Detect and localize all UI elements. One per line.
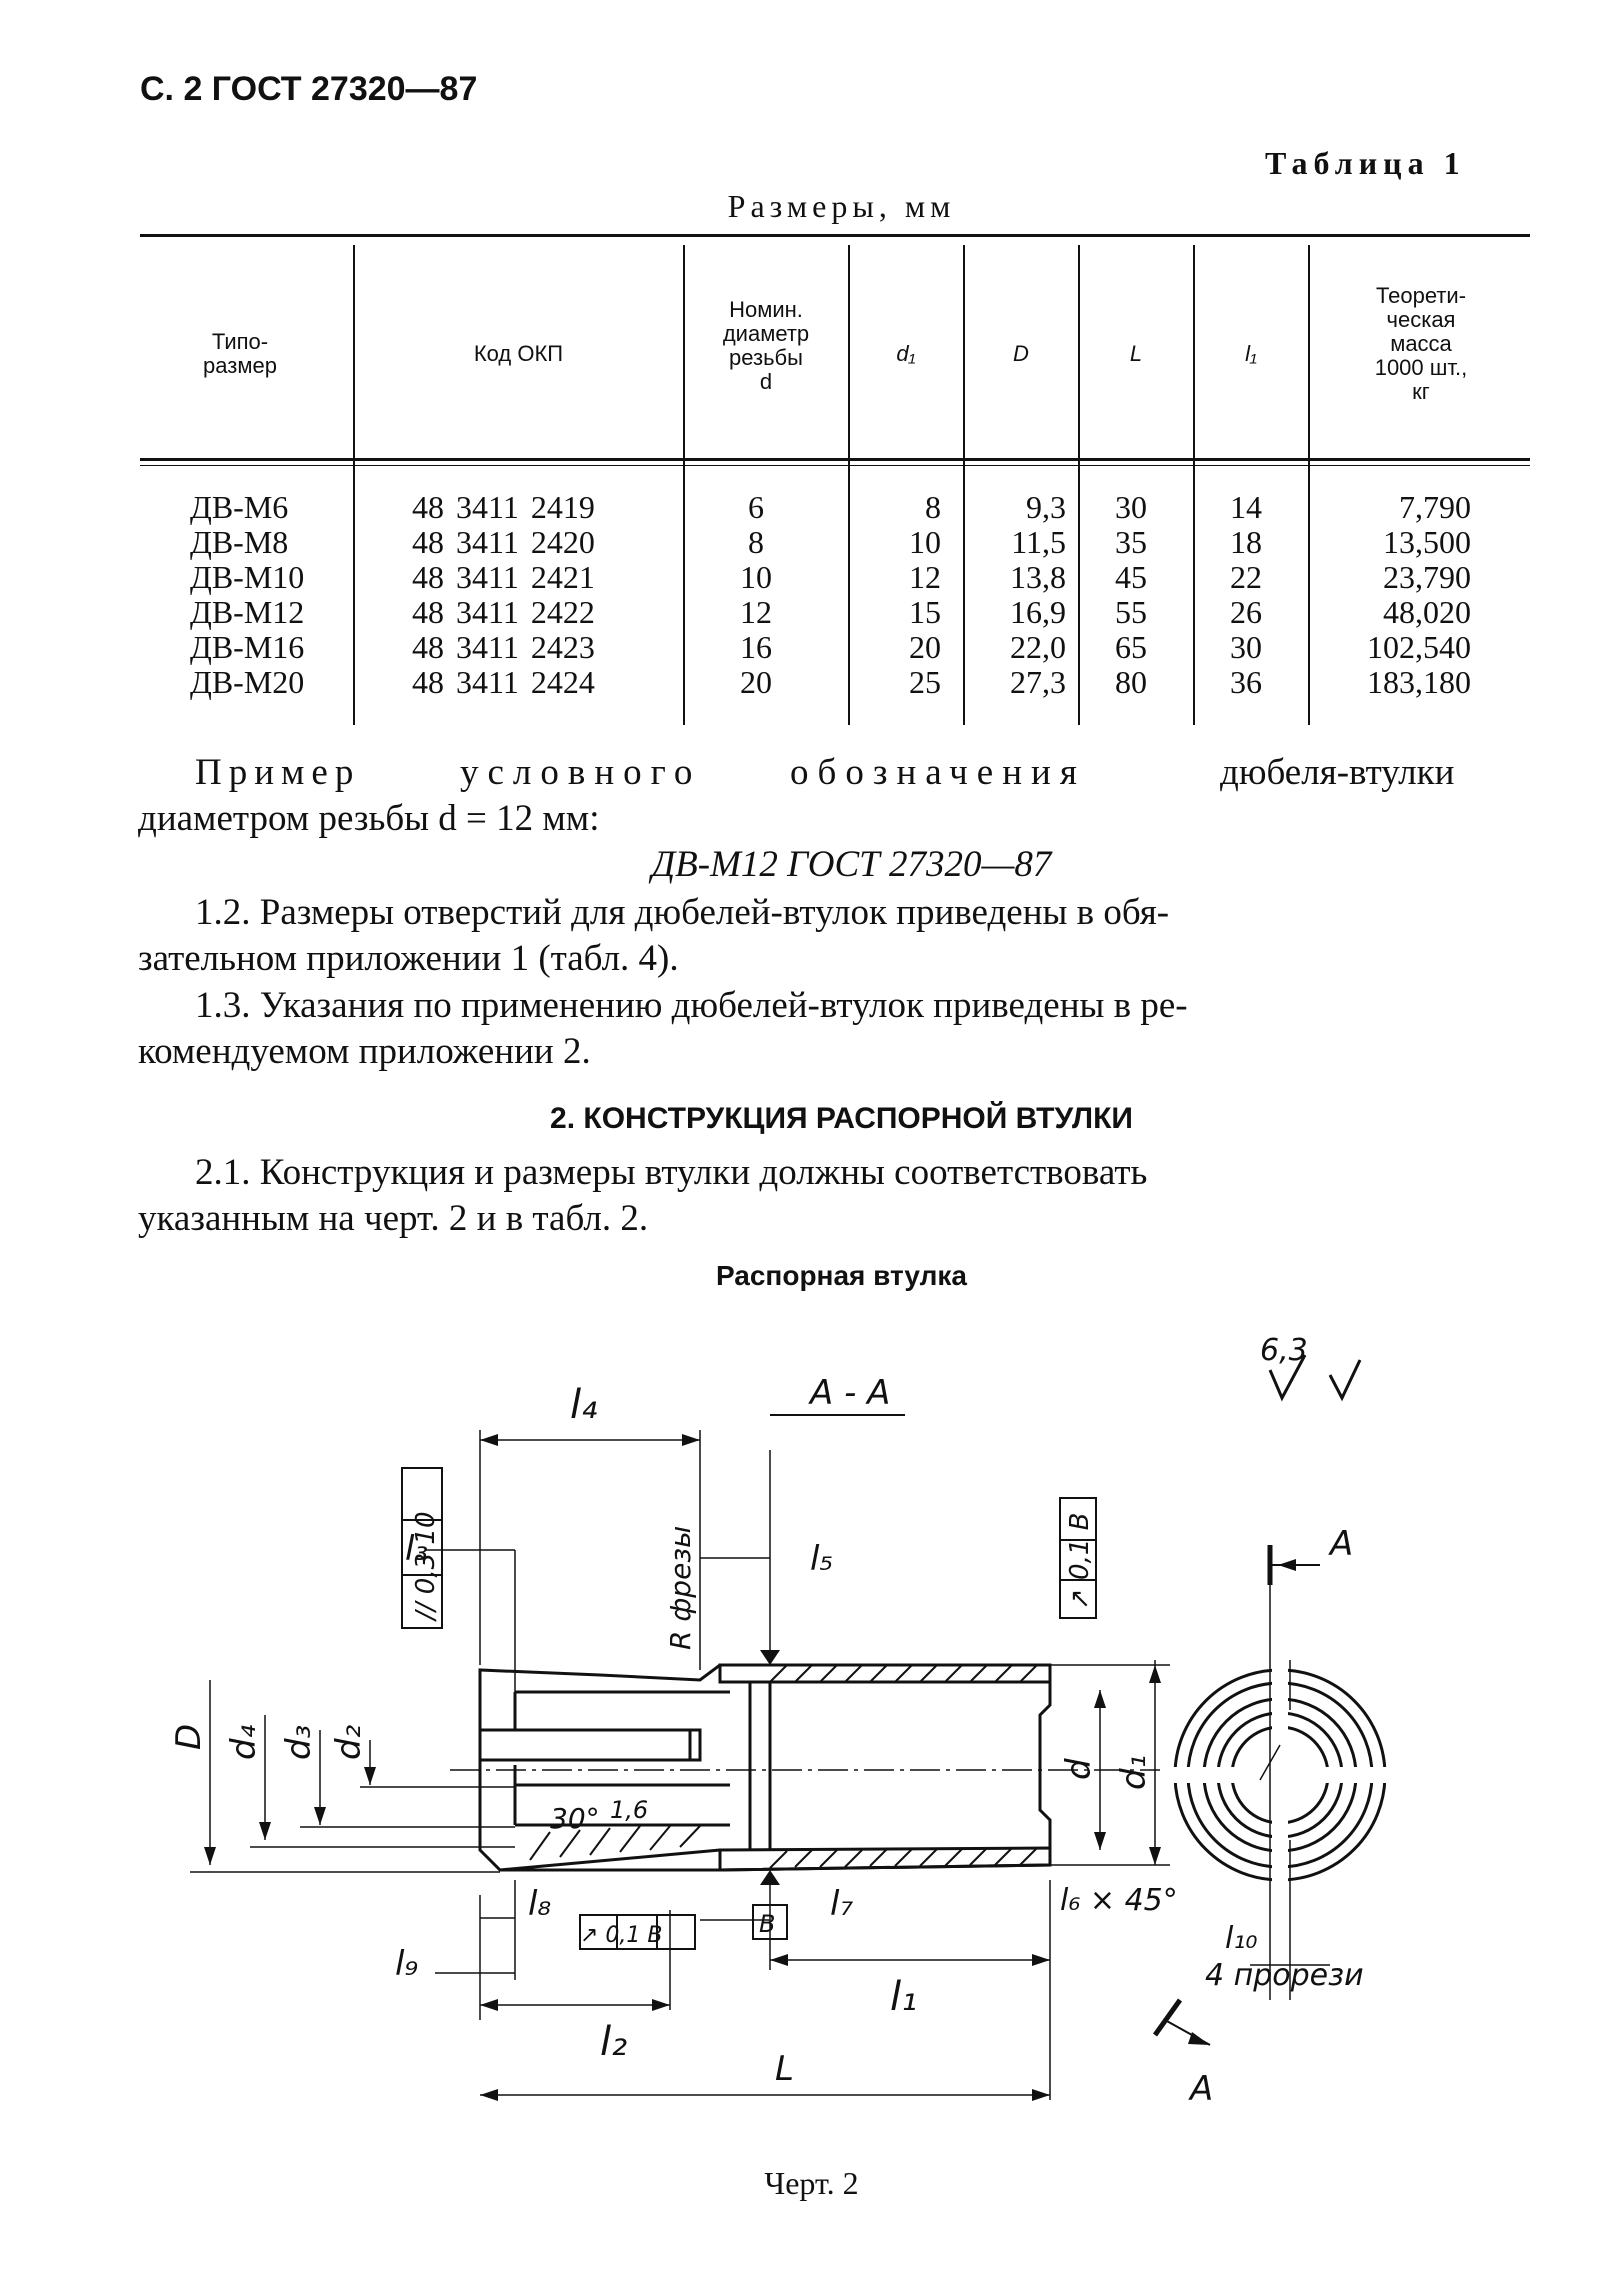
col-divider xyxy=(353,245,355,725)
p13-line-1: 1.3. Указания по применению дюбелей-втул… xyxy=(195,985,1188,1026)
header-L: L xyxy=(1129,341,1143,366)
label-l3: l₃ xyxy=(405,1529,428,1569)
col-L: 30 35 45 55 65 80 xyxy=(1115,489,1147,700)
table-header-rule-2 xyxy=(140,465,1530,466)
label-section-aa: А - А xyxy=(808,1373,890,1413)
label-a-bottom: А xyxy=(1188,2069,1213,2109)
hatching xyxy=(529,1664,1038,1869)
label-l10: l₁₀ xyxy=(1225,1921,1257,1956)
header-code: Код ОКП xyxy=(473,341,564,366)
label-rough2: 1,6 xyxy=(610,1796,648,1824)
table-header-rule xyxy=(140,458,1530,461)
label-l8: l₈ xyxy=(528,1884,551,1924)
table-title: Таблица 1 xyxy=(1265,145,1466,181)
p21-line-1: 2.1. Конструкция и размеры втулки должны… xyxy=(195,1152,1148,1193)
label-l5: l₅ xyxy=(810,1539,833,1579)
label-L: L xyxy=(775,2049,794,2089)
bushing-outline xyxy=(478,1663,1052,1872)
col-mass: 7,790 13,500 23,790 48,020 102,540 183,1… xyxy=(1367,489,1471,700)
p13-line-2: комендуемом приложении 2. xyxy=(138,1031,591,1072)
drawing-caption: Распорная втулка xyxy=(715,1260,967,1291)
example-word-3: обозначения xyxy=(790,752,1086,793)
label-l7: l₇ xyxy=(830,1884,853,1924)
label-angle: 30° xyxy=(550,1802,600,1835)
table-subtitle: Размеры, мм xyxy=(727,188,956,224)
header-mass: Теорети- ческая масса 1000 шт., кг xyxy=(1374,283,1468,404)
col-divider xyxy=(1193,245,1195,725)
page-header: С. 2 ГОСТ 27320—87 xyxy=(140,70,478,108)
label-l9: l₉ xyxy=(395,1944,418,1984)
figure-label: Черт. 2 xyxy=(764,2165,859,2201)
col-divider xyxy=(1078,245,1080,725)
col-nominal: 6 8 10 12 16 20 xyxy=(740,489,772,700)
label-tol-right: ↗ 0,1 В xyxy=(1065,1513,1095,1611)
col-divider xyxy=(963,245,965,725)
p12-line-2: зательном приложении 1 (табл. 4). xyxy=(138,938,679,979)
col-D: 9,3 11,5 13,8 16,9 22,0 27,3 xyxy=(1010,489,1066,700)
p12-line-1: 1.2. Размеры отверстий для дюбелей-втуло… xyxy=(195,892,1170,933)
header-D: D xyxy=(1013,341,1029,366)
label-d: d xyxy=(1059,1758,1099,1780)
table-top-rule xyxy=(140,234,1530,237)
technical-drawing: l₄ А - А 6,3 l₃ l₅ // 0,3 10 R фрезы ↗ 0… xyxy=(170,1333,1395,2109)
label-l2: l₂ xyxy=(600,2019,627,2065)
header-nominal: Номин. диаметр резьбы d xyxy=(722,297,810,394)
label-d1: d₁ xyxy=(1114,1755,1154,1790)
label-d2: d₂ xyxy=(329,1724,369,1760)
top-wall xyxy=(718,1663,1052,1684)
header-d1: d₁ xyxy=(896,341,916,366)
col-divider xyxy=(683,245,685,725)
label-datum-b: В xyxy=(759,1910,775,1938)
label-tol-bottom: ↗ 0,1 В xyxy=(580,1923,663,1948)
col-d1: 8 10 12 15 20 25 xyxy=(909,489,941,700)
label-tol-top: // 0,3 10 xyxy=(411,1512,441,1622)
end-view-slots xyxy=(1165,1660,1395,1890)
col-type: ДВ-М6 ДВ-М8 ДВ-М10 ДВ-М12 ДВ-М16 ДВ-М20 xyxy=(190,489,305,700)
col-code: 48 3411 2419 48 3411 2420 48 3411 2421 4… xyxy=(412,489,595,700)
col-l1: 14 18 22 26 30 36 xyxy=(1230,489,1262,700)
label-slots: 4 прорези xyxy=(1205,1958,1364,1993)
header-type: Типо- размер xyxy=(203,329,277,378)
col-divider xyxy=(848,245,850,725)
label-l6: l₆ × 45° xyxy=(1060,1883,1178,1918)
label-a-top: А xyxy=(1328,1524,1353,1564)
label-r-thread: R фрезы xyxy=(664,1526,697,1650)
example-word-1: Пример xyxy=(195,752,361,793)
header-l1: l₁ xyxy=(1245,341,1257,366)
example-line-2: диаметром резьбы d = 12 мм: xyxy=(138,798,600,839)
label-d4: d₄ xyxy=(224,1724,264,1760)
slot xyxy=(480,1728,702,1762)
label-D: D xyxy=(170,1724,209,1750)
label-l4: l₄ xyxy=(570,1382,597,1428)
col-divider xyxy=(1308,245,1310,725)
label-l1: l₁ xyxy=(890,1974,917,2020)
label-d3: d₃ xyxy=(279,1725,319,1760)
section-heading: 2. КОНСТРУКЦИЯ РАСПОРНОЙ ВТУЛКИ xyxy=(550,1102,1133,1135)
example-designation: ДВ-М12 ГОСТ 27320—87 xyxy=(651,844,1052,885)
example-word-2: условного xyxy=(460,752,702,793)
example-word-4: дюбеля-втулки xyxy=(1220,752,1455,793)
p21-line-2: указанным на черт. 2 и в табл. 2. xyxy=(138,1198,649,1239)
